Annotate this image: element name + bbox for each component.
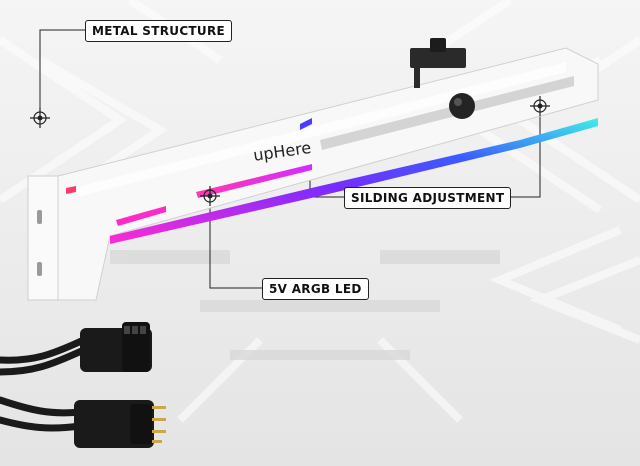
led-strip-short <box>116 206 166 226</box>
mount-plate <box>27 175 59 301</box>
connector-male <box>74 400 166 448</box>
callout-metal-structure: METAL STRUCTURE <box>85 20 232 42</box>
tunnel-panels <box>110 250 500 360</box>
led-strip-main <box>110 118 598 244</box>
cables <box>0 336 88 432</box>
adjust-slot <box>320 76 574 150</box>
callout-argb-led: 5V ARGB LED <box>262 278 369 300</box>
sliding-knob <box>449 93 475 119</box>
callout-sliding-adjustment: SILDING ADJUSTMENT <box>344 187 512 209</box>
top-clamp <box>410 48 466 68</box>
connector-female <box>80 322 152 372</box>
led-strip-upper <box>196 164 312 198</box>
